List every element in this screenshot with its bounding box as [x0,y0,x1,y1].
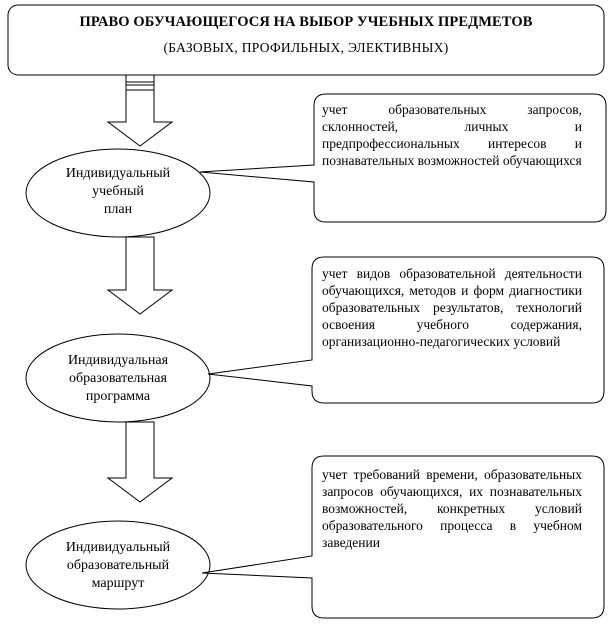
note-callout-1 [199,93,607,223]
down-arrow-2 [106,236,174,315]
note-callout-2 [207,256,605,404]
step-1-line-1: Индивидуальный [65,166,171,181]
step-label-3: Индивидуальный образовательный маршрут [28,539,208,593]
step-label-1: Индивидуальный учебный план [28,165,208,219]
down-arrow-3 [106,421,174,503]
step-3-line-2: образовательный [66,558,170,573]
step-3-line-1: Индивидуальный [65,540,171,555]
step-2-line-2: образовательная [69,371,167,386]
down-arrow-1 [106,89,174,147]
note-text-3: учет требований времени, образовательных… [322,467,582,550]
header-title: ПРАВО ОБУЧАЮЩЕГОСЯ НА ВЫБОР УЧЕБНЫХ ПРЕД… [79,14,533,30]
header-subtitle: (БАЗОВЫХ, ПРОФИЛЬНЫХ, ЭЛЕКТИВНЫХ) [163,40,449,55]
step-ellipse-2 [25,333,211,423]
step-3-line-3: маршрут [91,576,145,591]
step-label-2: Индивидуальная образовательная программа [28,352,208,406]
note-callout-3 [201,455,605,619]
step-1-line-3: план [103,202,133,217]
step-2-line-3: программа [85,389,151,404]
step-1-line-2: учебный [92,184,144,199]
header-box [7,4,605,76]
note-text-2: учет видов образовательной деятельности … [322,266,582,349]
step-ellipse-3 [25,520,211,610]
step-2-line-1: Индивидуальная [67,353,169,368]
header-text: ПРАВО ОБУЧАЮЩЕГОСЯ НА ВЫБОР УЧЕБНЫХ ПРЕД… [10,14,602,56]
note-text-1: учет образовательных запросов, склонност… [322,102,582,168]
header-connector [125,75,155,90]
step-ellipse-1 [25,148,211,238]
